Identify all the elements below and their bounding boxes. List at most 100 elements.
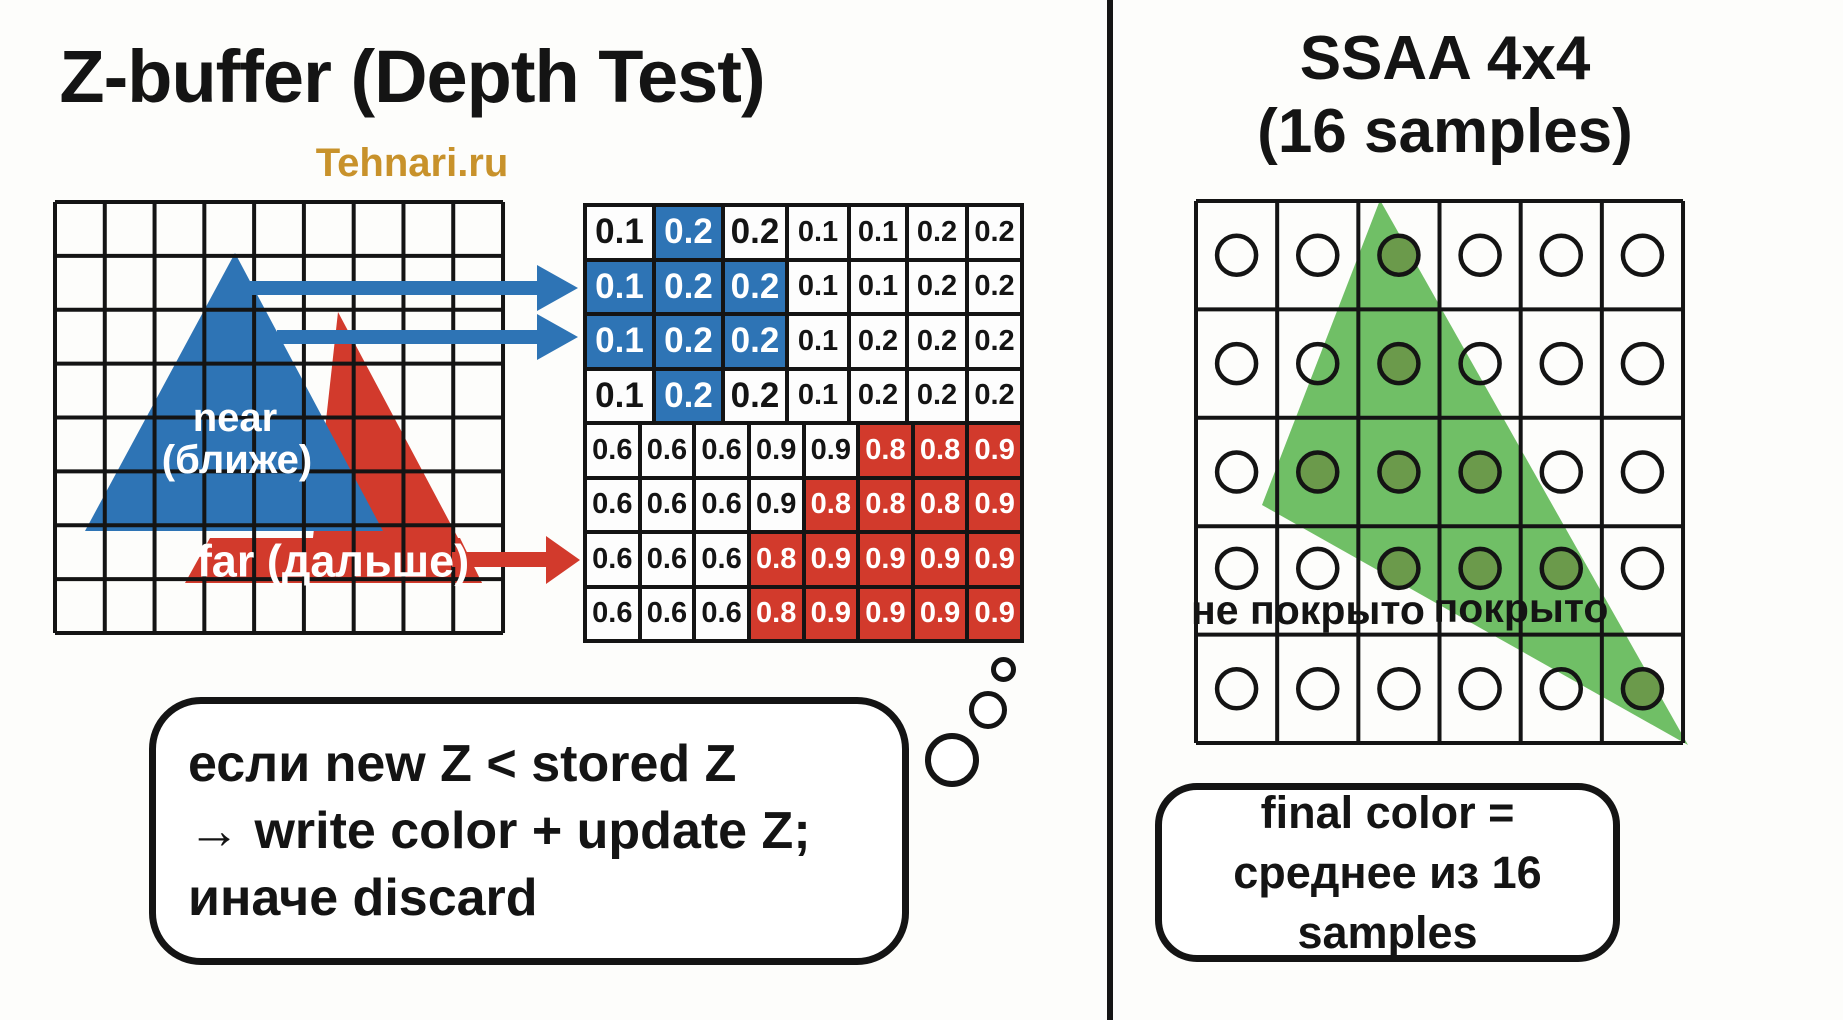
- sample-circle: [1458, 667, 1502, 711]
- right-title-line-2: (16 samples): [1257, 97, 1633, 166]
- sample-circle-covered: [1377, 233, 1421, 277]
- depth-cell: 0.6: [639, 532, 695, 587]
- sample-circle: [1214, 341, 1259, 386]
- depth-cell: 0.6: [585, 586, 640, 641]
- sample-circle: [1296, 667, 1340, 711]
- depth-cell: 0.2: [723, 259, 787, 314]
- depth-cell: 0.2: [849, 314, 907, 369]
- sample-circle: [1214, 233, 1259, 277]
- sample-circle: [1620, 450, 1665, 494]
- depth-cell: 0.2: [723, 205, 787, 260]
- sample-circle-covered: [1377, 450, 1421, 494]
- sample-circle: [1620, 341, 1665, 386]
- sample-circle: [1296, 233, 1340, 277]
- depth-cell: 0.9: [748, 477, 804, 532]
- sample-circle: [1458, 233, 1502, 277]
- ssaa-grid-lines: [1194, 199, 1686, 745]
- sample-circle-covered: [1620, 667, 1665, 711]
- depth-cell: 0.9: [858, 586, 913, 641]
- depth-cell: 0.6: [639, 423, 695, 478]
- final-line-1: final color =: [1260, 786, 1515, 838]
- depth-cell: 0.1: [585, 314, 654, 369]
- depth-cell: 0.8: [912, 423, 968, 478]
- sample-circle: [1377, 667, 1421, 711]
- near-triangle: [85, 253, 383, 531]
- depth-cell: 0.1: [585, 259, 654, 314]
- depth-cell: 0.8: [858, 477, 913, 532]
- depth-test-rule-bubble: если new Z < stored Z → write color + up…: [149, 697, 909, 965]
- sample-circle: [1539, 341, 1584, 386]
- left-panel-title: Z-buffer (Depth Test): [59, 35, 765, 118]
- sample-circle: [1214, 546, 1259, 591]
- depth-cell: 0.9: [803, 423, 859, 478]
- uncovered-label: не покрыто: [1191, 587, 1425, 633]
- far-write-arrow: [452, 536, 580, 584]
- sample-circle-covered: [1539, 546, 1584, 591]
- right-title-line-1: SSAA 4x4: [1299, 24, 1591, 93]
- final-color-box: final color = среднее из 16 samples: [1155, 783, 1620, 962]
- depth-cell: 0.8: [858, 423, 913, 478]
- thought-circle-small: [991, 657, 1016, 682]
- depth-cell: 0.9: [858, 532, 913, 587]
- depth-cell: 0.2: [967, 205, 1022, 260]
- sample-circles: [1214, 233, 1665, 711]
- rule-line-2: → write color + update Z;: [188, 801, 811, 860]
- depth-cell: 0.1: [787, 205, 849, 260]
- depth-cell: 0.8: [912, 477, 968, 532]
- depth-cell: 0.1: [849, 259, 907, 314]
- sample-circle-covered: [1458, 546, 1502, 591]
- depth-cell: 0.6: [694, 423, 749, 478]
- sample-circle: [1539, 233, 1584, 277]
- depth-cell: 0.6: [585, 477, 640, 532]
- sample-circle: [1539, 667, 1584, 711]
- depth-cell: 0.9: [967, 586, 1022, 641]
- scene-grid-lines: [53, 200, 506, 635]
- depth-cell: 0.1: [585, 205, 654, 260]
- depth-cell: 0.2: [849, 368, 907, 423]
- depth-cell: 0.2: [654, 259, 723, 314]
- depth-copy-arrow-bottom: [277, 314, 578, 360]
- depth-cell: 0.6: [585, 532, 640, 587]
- scene-diagram: near (ближе) far (дальше): [53, 200, 580, 635]
- depth-cell: 0.2: [967, 314, 1022, 369]
- sample-circle: [1620, 233, 1665, 277]
- far-label-band: [185, 538, 482, 583]
- depth-cell: 0.8: [803, 477, 859, 532]
- sample-circle-covered: [1296, 450, 1340, 494]
- depth-cell: 0.1: [585, 368, 654, 423]
- depth-cell: 0.9: [803, 586, 859, 641]
- depth-cell: 0.2: [967, 368, 1022, 423]
- depth-cell: 0.9: [967, 532, 1022, 587]
- thought-circle-medium: [969, 691, 1007, 729]
- depth-cell: 0.6: [694, 477, 749, 532]
- sample-circle: [1296, 341, 1340, 386]
- sample-circle: [1539, 450, 1584, 494]
- sample-circle: [1458, 341, 1502, 386]
- depth-cell: 0.9: [912, 532, 968, 587]
- sample-circle-covered: [1377, 546, 1421, 591]
- near-label-ru: (ближе): [162, 438, 312, 482]
- right-panel-title: SSAA 4x4 (16 samples): [1110, 22, 1780, 168]
- depth-cell: 0.9: [912, 586, 968, 641]
- depth-cell: 0.2: [907, 368, 967, 423]
- depth-cell: 0.6: [639, 477, 695, 532]
- depth-cell: 0.2: [654, 368, 723, 423]
- sample-circle: [1214, 667, 1259, 711]
- panel-divider: [1107, 0, 1113, 1020]
- watermark: Tehnari.ru: [315, 141, 509, 185]
- depth-cell: 0.2: [723, 368, 787, 423]
- far-label: far (дальше): [197, 536, 469, 587]
- sample-circle-covered: [1377, 341, 1421, 386]
- sample-circle: [1296, 546, 1340, 591]
- depth-cell: 0.1: [787, 314, 849, 369]
- depth-cell: 0.2: [654, 205, 723, 260]
- depth-cell: 0.8: [748, 532, 804, 587]
- covered-label: покрыто: [1434, 585, 1609, 631]
- rule-line-3: иначе discard: [188, 868, 538, 927]
- sample-circle-covered: [1458, 450, 1502, 494]
- depth-cell: 0.9: [803, 532, 859, 587]
- depth-cell: 0.2: [723, 314, 787, 369]
